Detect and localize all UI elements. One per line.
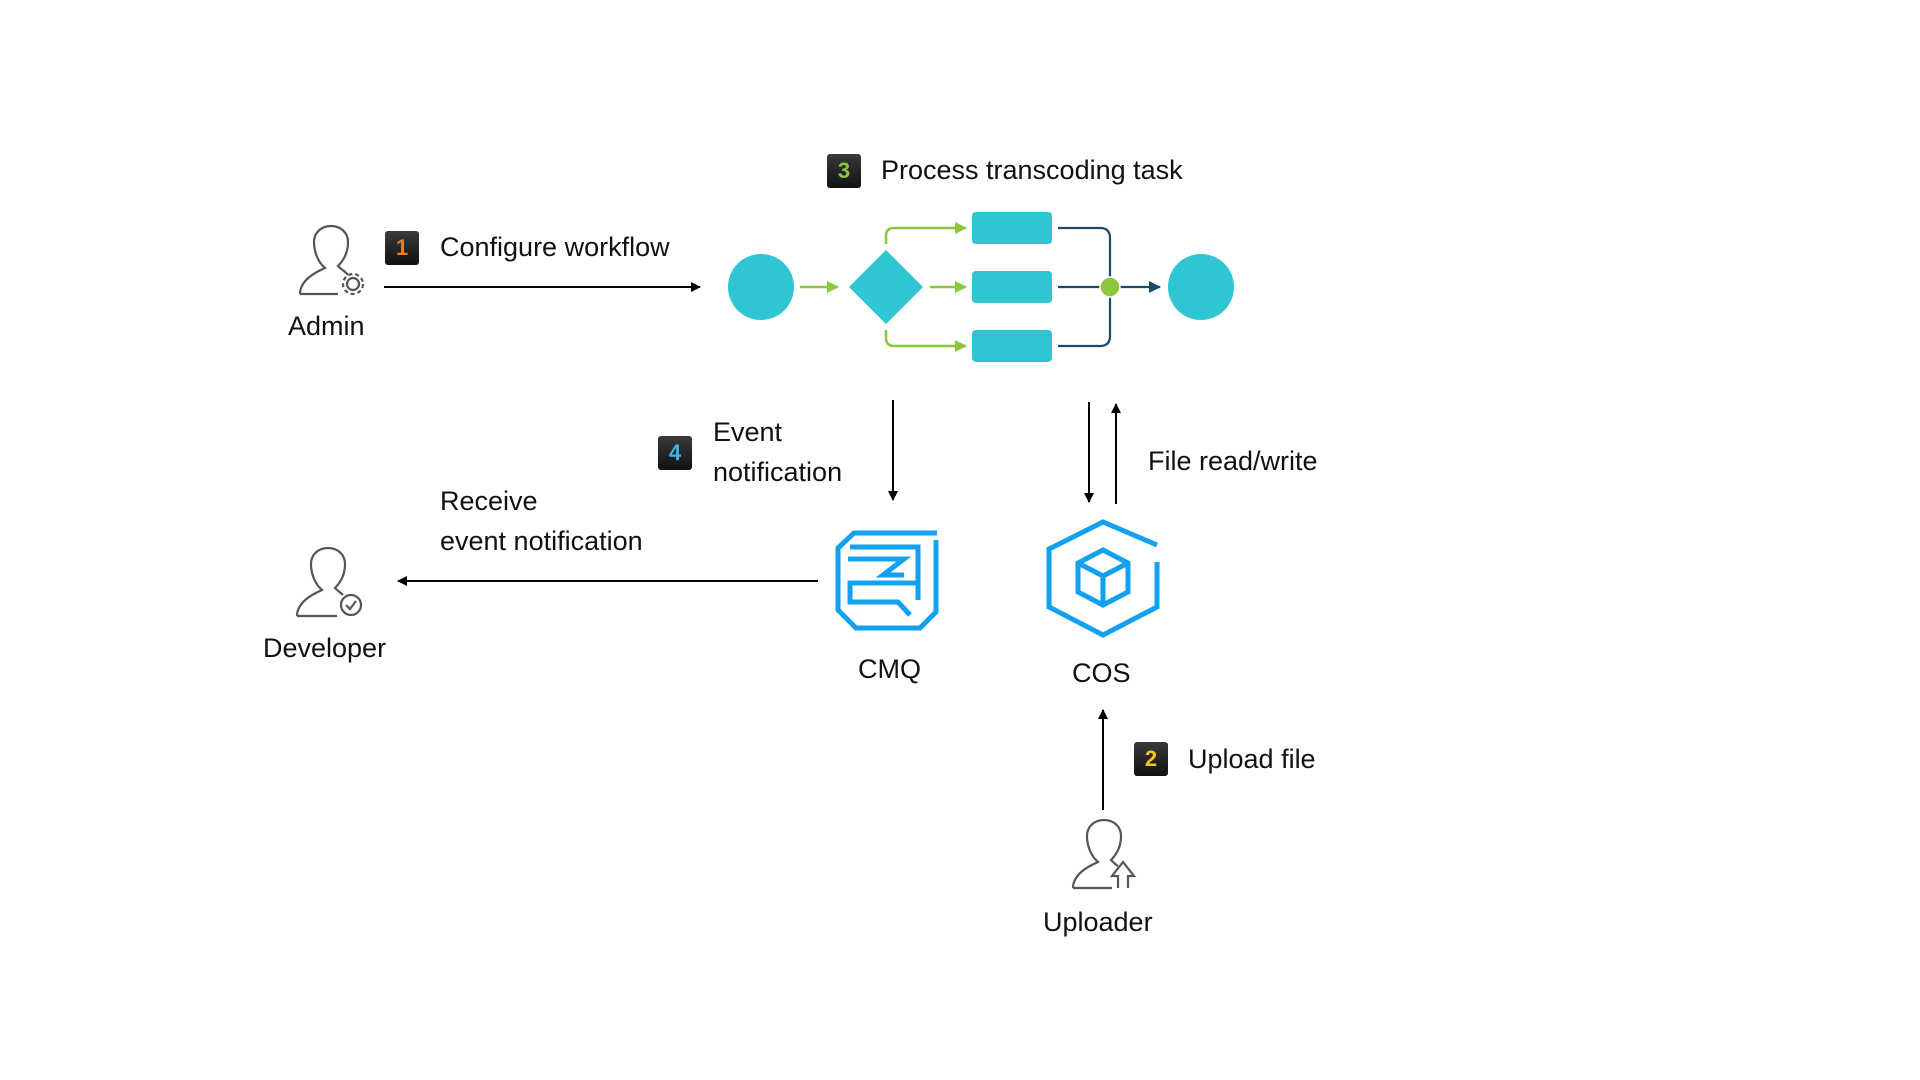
- workflow-end-node: [1168, 254, 1234, 320]
- workflow-task-node: [972, 330, 1052, 362]
- edge-label-receive-line1: Receive: [440, 486, 538, 516]
- admin-icon: [298, 224, 365, 296]
- edge-label-file-read-write: File read/write: [1148, 446, 1318, 476]
- developer-icon: [295, 546, 363, 618]
- workflow-join-node: [1099, 276, 1121, 298]
- workflow-task-node: [972, 271, 1052, 303]
- service-label-cmq: CMQ: [858, 654, 921, 684]
- step-badge-3: 3: [827, 154, 861, 188]
- step-badge-4: 4: [658, 436, 692, 470]
- workflow-decision-node: [849, 250, 923, 324]
- actor-label-admin: Admin: [288, 311, 365, 341]
- service-label-cos: COS: [1072, 658, 1131, 688]
- actor-label-uploader: Uploader: [1043, 907, 1153, 937]
- uploader-icon: [1071, 818, 1137, 890]
- cmq-icon: [835, 530, 939, 631]
- edge-label-receive-line2: event notification: [440, 526, 643, 556]
- step-badge-1: 1: [385, 231, 419, 265]
- workflow-diagram: [728, 212, 1234, 362]
- cos-icon: [1046, 519, 1160, 638]
- actor-label-developer: Developer: [263, 633, 387, 663]
- step-label-configure-workflow: Configure workflow: [440, 232, 670, 262]
- step-label-event-line1: Event: [713, 417, 783, 447]
- workflow-task-node: [972, 212, 1052, 244]
- step-label-process-transcoding: Process transcoding task: [881, 155, 1183, 185]
- step-badge-2: 2: [1134, 742, 1168, 776]
- step-label-event-line2: notification: [713, 457, 843, 487]
- step-label-upload-file: Upload file: [1188, 744, 1316, 774]
- workflow-start-node: [728, 254, 794, 320]
